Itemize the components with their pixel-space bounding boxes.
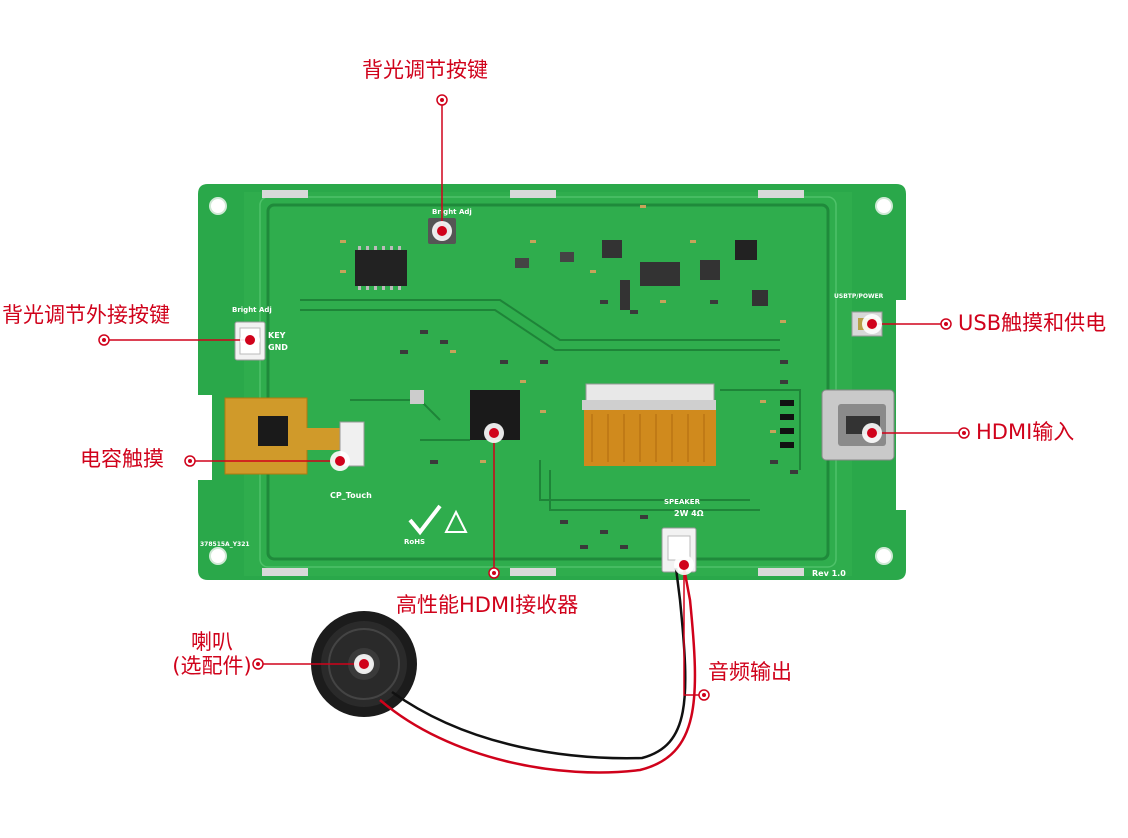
callout-backlight-ext-key: 背光调节外接按键 (2, 303, 170, 327)
speaker-wire-black (391, 567, 687, 760)
silk-speaker-spec: 2W 4Ω (674, 509, 704, 518)
callout-speaker: 喇叭 (选配件) (172, 630, 252, 678)
silk-part-no: 378515A_Y321 (200, 541, 250, 548)
silk-cp-touch: CP_Touch (330, 491, 372, 500)
callout-hdmi-input: HDMI输入 (976, 420, 1075, 444)
callout-backlight-key: 背光调节按键 (362, 58, 488, 82)
callout-speaker-line2: (选配件) (172, 654, 252, 679)
silk-rohs: RoHS (404, 538, 425, 546)
pcb-board: Bright Adj Bright Adj KEY GND CP_Touch U… (198, 184, 906, 580)
silk-key: KEY (268, 331, 286, 340)
callout-usb-touch-power: USB触摸和供电 (958, 311, 1107, 335)
silk-bright-adj: Bright Adj (432, 208, 472, 216)
silk-gnd: GND (268, 343, 288, 352)
silk-speaker: SPEAKER (664, 498, 701, 506)
speaker-wire-red (379, 567, 697, 774)
callout-hdmi-receiver: 高性能HDMI接收器 (396, 593, 579, 617)
silk-rev: Rev 1.0 (812, 569, 846, 578)
silk-bright-adj-ext: Bright Adj (232, 306, 272, 314)
callout-audio-out: 音频输出 (708, 660, 792, 684)
callout-speaker-line1: 喇叭 (191, 630, 233, 654)
silk-usb-tp-power: USBTP/POWER (834, 293, 884, 300)
callout-capacitive-touch: 电容触摸 (80, 447, 164, 471)
